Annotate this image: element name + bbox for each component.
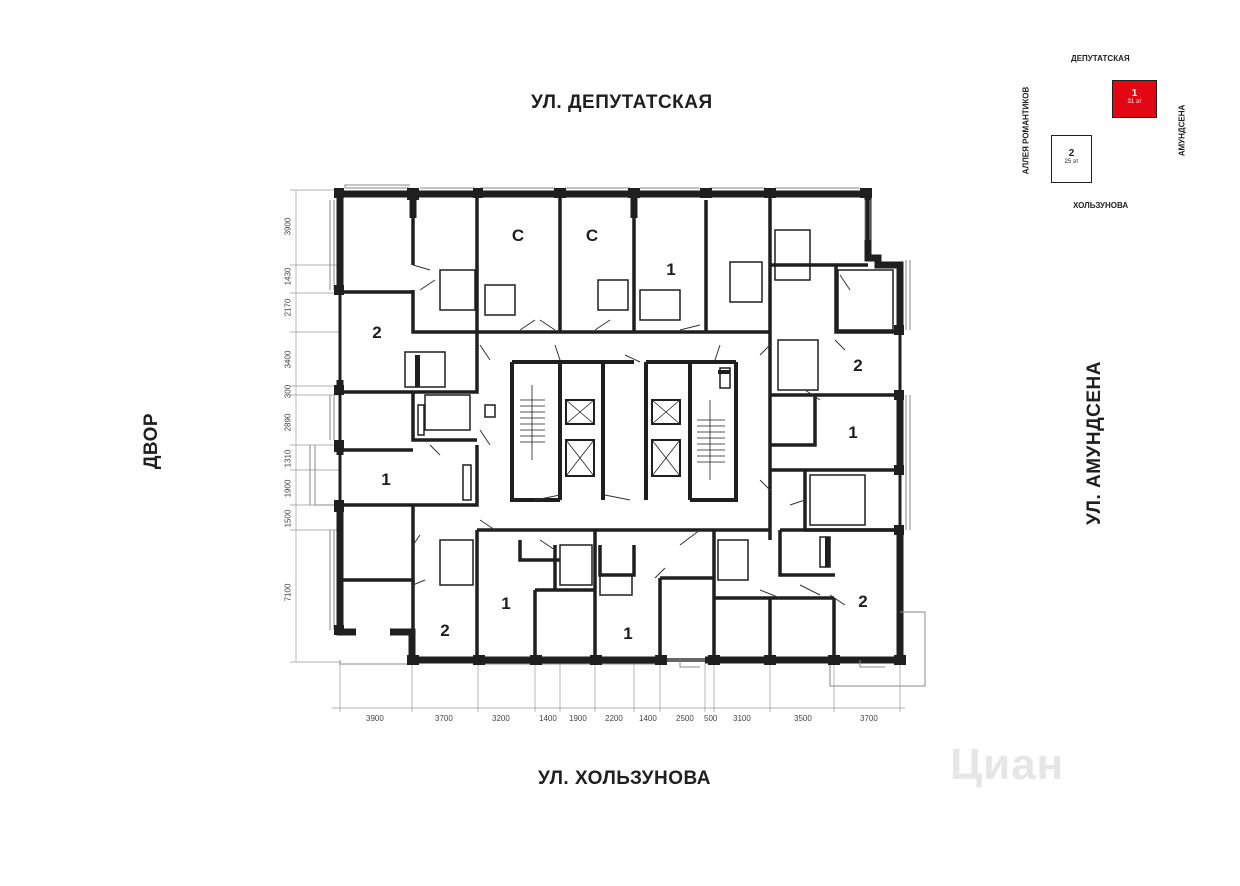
dimension-label: 3900 [366, 714, 384, 723]
dimension-label: 2890 [283, 413, 293, 432]
apartment-label-studio: С [511, 226, 525, 245]
street-label-north: УЛ. ДЕПУТАТСКАЯ [531, 92, 713, 113]
dimension-label: 1400 [639, 714, 657, 723]
key-map-street-right: АМУНДСЕНА [1177, 104, 1187, 157]
apartment-label-1room: 1 [381, 470, 391, 489]
apartment-label-1room: 1 [666, 260, 676, 279]
apartment-label-2room: 2 [372, 323, 382, 342]
apartment-label-1room: 1 [623, 624, 633, 643]
dimension-label: 2500 [676, 714, 694, 723]
key-map-street-left: АЛЛЕЯ РОМАНТИКОВ [1021, 86, 1031, 175]
apartment-label-1room: 1 [848, 423, 858, 442]
apartment-label-1room: 1 [501, 594, 511, 613]
dimension-label: 7100 [283, 583, 293, 602]
building-floors: 25 эт [1064, 159, 1079, 165]
watermark-logo: Циан [950, 740, 1065, 789]
dimension-label: 3200 [492, 714, 510, 723]
dimension-label: 3900 [283, 217, 293, 236]
dimension-label: 3500 [794, 714, 812, 723]
building-number: 1 [1131, 88, 1138, 99]
dimension-label: 2200 [605, 714, 623, 723]
apartment-label-studio: С [585, 226, 599, 245]
key-map-street-bottom: ХОЛЬЗУНОВА [1073, 201, 1129, 210]
building-floors: 31 эт [1127, 99, 1142, 105]
dimension-label: 2170 [283, 298, 293, 317]
dimension-label: 500 [704, 714, 718, 723]
dimension-label: 3100 [733, 714, 751, 723]
apartment-label-2room: 2 [858, 592, 868, 611]
dimension-label: 1400 [539, 714, 557, 723]
dimension-label: 3700 [860, 714, 878, 723]
key-map-building-1[interactable]: 1 31 эт [1112, 80, 1157, 118]
dimension-label: 3700 [435, 714, 453, 723]
key-map-building-2[interactable]: 2 25 эт [1051, 135, 1092, 183]
street-label-south: УЛ. ХОЛЬЗУНОВА [538, 768, 711, 789]
key-map-street-top: ДЕПУТАТСКАЯ [1071, 54, 1130, 63]
apartment-label-2room: 2 [440, 621, 450, 640]
building-number: 2 [1068, 148, 1075, 159]
dimension-label: 1900 [569, 714, 587, 723]
apartment-label-2room: 2 [853, 356, 863, 375]
dimension-label: 1500 [283, 509, 293, 528]
